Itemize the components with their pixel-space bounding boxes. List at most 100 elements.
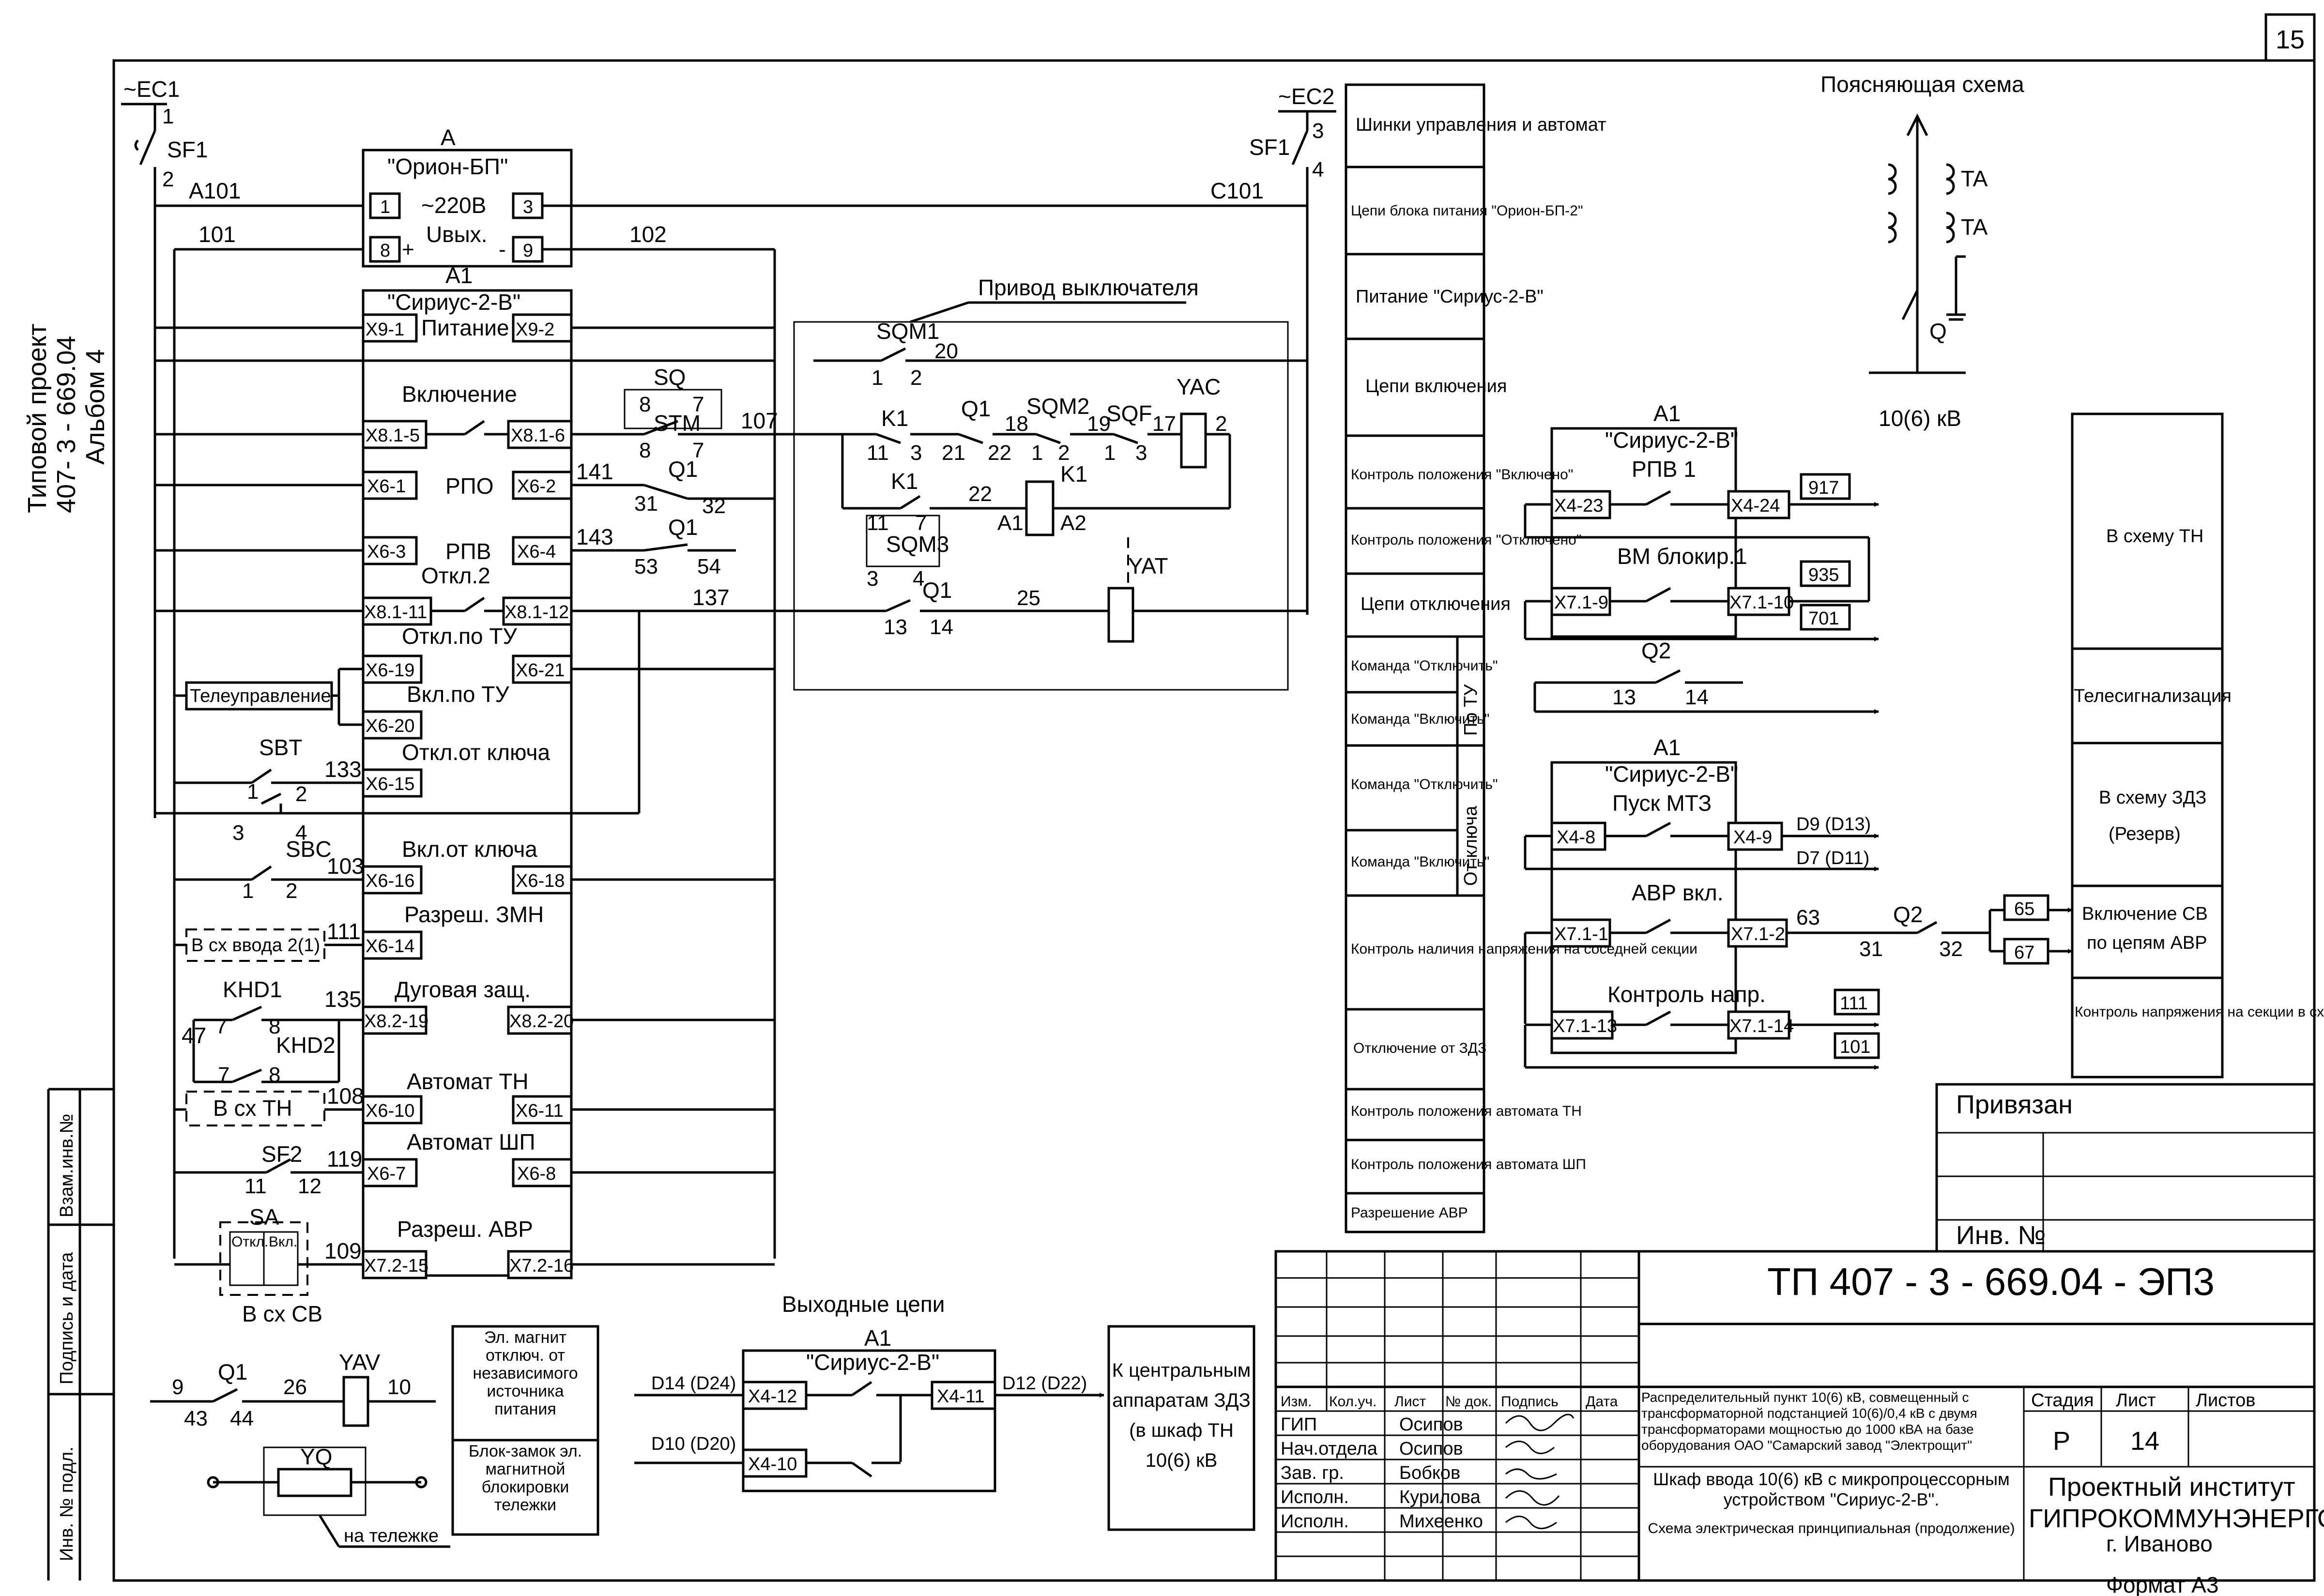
q1-53: 53 bbox=[634, 555, 658, 578]
sf1-terminal-1: 1 bbox=[162, 105, 174, 128]
q1-14: 14 bbox=[930, 615, 953, 639]
page-number-box bbox=[2264, 13, 2316, 62]
yav-44: 44 bbox=[230, 1407, 254, 1430]
side-field-3: Инв. № подл. bbox=[57, 1446, 77, 1561]
rpo-label: РПО bbox=[445, 473, 494, 499]
q2b-32: 32 bbox=[1939, 937, 1963, 961]
q1-32: 32 bbox=[702, 494, 726, 518]
legend-13: Отключение от ЗДЗ bbox=[1353, 1040, 1486, 1056]
x8-2-19: X8.2-19 bbox=[364, 1011, 428, 1032]
outputs-name: "Сириус-2-В" bbox=[806, 1350, 939, 1375]
sheets-header: Листов bbox=[2196, 1390, 2255, 1411]
yac-2: 2 bbox=[1215, 412, 1227, 436]
x6-20: X6-20 bbox=[366, 716, 414, 736]
outputs-block: Выходные цепи A1 "Сириус-2-В" D14 (D24) … bbox=[634, 1292, 1255, 1531]
x4-24: X4-24 bbox=[1731, 496, 1780, 516]
q1-label-yat: Q1 bbox=[922, 578, 952, 603]
sirius-name: "Сириус-2-В" bbox=[387, 289, 520, 315]
q1-21: 21 bbox=[942, 441, 965, 465]
x4-23: X4-23 bbox=[1554, 496, 1603, 516]
x8-1-5: X8.1-5 bbox=[366, 426, 420, 446]
yav-9: 9 bbox=[172, 1375, 183, 1399]
q1-22: 22 bbox=[988, 441, 1011, 465]
x4-10: X4-10 bbox=[748, 1454, 797, 1474]
k1-3: 3 bbox=[910, 441, 922, 465]
n935: 935 bbox=[1808, 565, 1839, 585]
q2-label: Q2 bbox=[1641, 638, 1671, 663]
inv-label: Инв. № bbox=[1956, 1221, 2046, 1250]
sirius-left-wiring: Телеуправление SBT 133 1 2 3 4 SBC 103 1… bbox=[155, 326, 775, 1326]
right-legend-2: Телесигнализация bbox=[2074, 686, 2232, 706]
name-2: Осипов bbox=[1399, 1439, 1463, 1459]
n111: 111 bbox=[1840, 993, 1868, 1014]
ta1-label: TA bbox=[1961, 166, 1988, 191]
orion-minus: - bbox=[499, 238, 506, 261]
stage-value: Р bbox=[2053, 1427, 2070, 1456]
wire-109: 109 bbox=[324, 1238, 362, 1263]
col-data: Дата bbox=[1586, 1394, 1618, 1410]
legend-7: Цепи отключения bbox=[1361, 594, 1511, 614]
org-line-1: Проектный институт bbox=[2048, 1473, 2295, 1502]
khd1-8: 8 bbox=[269, 1015, 280, 1038]
q1-54: 54 bbox=[697, 555, 721, 578]
sheet-value: 14 bbox=[2130, 1427, 2159, 1456]
sf2-label: SF2 bbox=[261, 1141, 302, 1167]
sbt-1: 1 bbox=[247, 780, 259, 804]
desc-1: Распределительный пункт 10(6) кВ, совмещ… bbox=[1641, 1390, 1977, 1453]
role-5: Исполн. bbox=[1281, 1511, 1349, 1532]
wire-137: 137 bbox=[692, 585, 730, 610]
magnet-label-2: Блок-замок эл. магнитной блокировки теле… bbox=[468, 1443, 582, 1514]
vkl-label: Включение bbox=[402, 381, 517, 407]
d10-label: D10 (D20) bbox=[651, 1434, 736, 1454]
sf2-12: 12 bbox=[298, 1174, 321, 1198]
wire-101: 101 bbox=[199, 222, 236, 247]
legend-column: Шинки управления и автомат Цепи блока пи… bbox=[1345, 83, 1697, 1233]
x6-1: X6-1 bbox=[367, 476, 406, 497]
khd1-7: 7 bbox=[215, 1015, 227, 1038]
legend-4: Цепи включения bbox=[1365, 376, 1507, 396]
legend-16: Разрешение АВР bbox=[1351, 1205, 1468, 1221]
x4-8: X4-8 bbox=[1557, 827, 1595, 848]
sqm1-label: SQM1 bbox=[876, 319, 939, 344]
wire-17: 17 bbox=[1152, 412, 1176, 436]
wire-111: 111 bbox=[327, 919, 361, 944]
q1-31: 31 bbox=[634, 492, 658, 516]
sf2-11: 11 bbox=[245, 1174, 267, 1198]
right-block-top: A1 "Сириус-2-В" РПВ 1 X4-23 X4-24 917 ВМ… bbox=[1524, 401, 1879, 714]
explain-title: Поясняющая схема bbox=[1820, 72, 2024, 97]
magnet-labels: Эл. магнит отключ. от независимого источ… bbox=[451, 1325, 599, 1536]
x4-12: X4-12 bbox=[748, 1386, 797, 1407]
x6-7: X6-7 bbox=[367, 1164, 406, 1184]
wire-19: 19 bbox=[1087, 412, 1111, 436]
yav-label: YAV bbox=[339, 1350, 381, 1375]
explain-schema: Поясняющая схема TA TA Q 10(6) кВ bbox=[1820, 72, 2024, 431]
khd2-label: KHD2 bbox=[276, 1033, 336, 1058]
side-field-1: Взам.инв.№ bbox=[57, 1114, 77, 1217]
legend-8: Команда "Отключить" bbox=[1351, 658, 1498, 674]
right-legend: В схему ТН Телесигнализация В схему ЗДЗ … bbox=[2071, 412, 2324, 1079]
dug-label: Дуговая защ. bbox=[395, 977, 531, 1002]
vkl-key-label: Вкл.от ключа bbox=[402, 836, 537, 862]
vsxsv-label: В сх СВ bbox=[242, 1301, 322, 1326]
d7-label: D7 (D11) bbox=[1796, 848, 1869, 868]
yav-block: 9 Q1 43 44 26 YAV 10 YQ на тележке bbox=[150, 1350, 450, 1548]
sqm1-2: 2 bbox=[910, 366, 922, 390]
orion-t9: 9 bbox=[523, 241, 533, 261]
vvod21-label: В сх ввода 2(1) bbox=[191, 935, 320, 956]
sqm2-label: SQM2 bbox=[1026, 394, 1089, 419]
org-line-2: ГИПРОКОММУНЭНЕРГО bbox=[2029, 1504, 2324, 1533]
razr-avr-label: Разреш. АВР bbox=[397, 1216, 533, 1242]
telezhka-label: на тележке bbox=[344, 1526, 439, 1546]
right-name-top: "Сириус-2-В" bbox=[1605, 427, 1738, 453]
x4-11: X4-11 bbox=[937, 1386, 985, 1407]
x6-10: X6-10 bbox=[366, 1101, 414, 1121]
avt-tn-label: Автомат ТН bbox=[407, 1069, 529, 1094]
drive-title: Привод выключателя bbox=[978, 275, 1199, 300]
orion-name: "Орион-БП" bbox=[387, 154, 508, 179]
ta2-label: TA bbox=[1961, 214, 1988, 240]
name-4: Курилова bbox=[1399, 1487, 1481, 1507]
q-label: Q bbox=[1929, 319, 1947, 344]
q2-13: 13 bbox=[1612, 685, 1636, 709]
wire-c101: C101 bbox=[1210, 178, 1264, 203]
sqm2-1: 1 bbox=[1031, 441, 1043, 465]
